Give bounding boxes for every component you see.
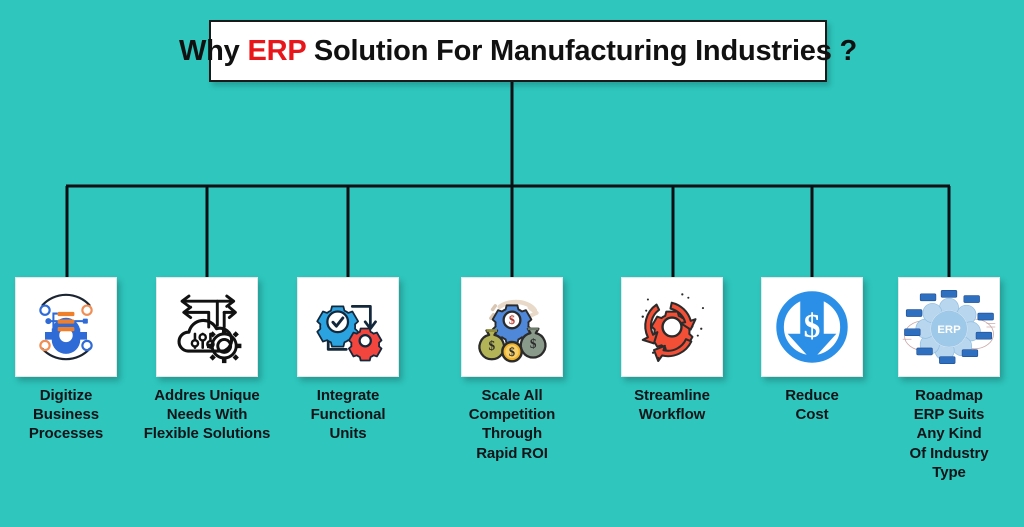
- label-line: Flexible Solutions: [143, 425, 271, 443]
- label-line: Through: [481, 425, 543, 443]
- label-line: Streamline: [634, 387, 710, 404]
- label-line: Business: [33, 406, 99, 424]
- label-line: Needs With: [166, 406, 248, 424]
- node-label-integrate-functional-units: Integrate Functional Units: [273, 386, 423, 444]
- erp-hub-label: ERP: [937, 324, 961, 336]
- label-line: Of Industry: [909, 444, 989, 462]
- label-line: Roadmap: [915, 387, 983, 404]
- process-network-gear-icon: [39, 293, 93, 361]
- title-box: Why ERP Solution For Manufacturing Indus…: [179, 20, 857, 82]
- label-line: Functional: [310, 406, 386, 424]
- label-line: Competition: [468, 406, 556, 424]
- node-label-addres-unique-needs: Addres Unique Needs With Flexible Soluti…: [132, 386, 282, 444]
- card-reduce-cost[interactable]: $: [761, 277, 863, 377]
- node-label-reduce-cost: Reduce Cost: [737, 386, 887, 424]
- label-line: Integrate: [316, 387, 380, 404]
- label-line: Scale All: [481, 387, 543, 404]
- label-line: Type: [932, 463, 966, 481]
- label-line: Cost: [795, 406, 829, 424]
- card-digitize-business-processes[interactable]: [15, 277, 117, 377]
- svg-text:$: $: [509, 313, 515, 327]
- card-streamline-workflow[interactable]: [621, 277, 723, 377]
- node-label-digitize-business-processes: Digitize Business Processes: [0, 386, 141, 444]
- node-reduce-cost[interactable]: $ Reduce Cost: [737, 277, 887, 424]
- card-scale-all-competition[interactable]: $ $ $ $: [461, 277, 563, 377]
- node-roadmap-erp-suits[interactable]: ERP: [874, 277, 1024, 482]
- node-digitize-business-processes[interactable]: Digitize Business Processes: [0, 277, 141, 444]
- label-line: Reduce: [785, 387, 839, 404]
- gear-circular-arrows-icon: [641, 293, 704, 363]
- node-addres-unique-needs[interactable]: Addres Unique Needs With Flexible Soluti…: [132, 277, 282, 444]
- erp-hub-modules-icon: ERP: [902, 290, 996, 364]
- title-part-after: Solution For Manufacturing Industries ?: [305, 34, 858, 67]
- node-label-scale-all-competition: Scale All Competition Through Rapid ROI: [437, 386, 587, 463]
- label-line: Units: [329, 425, 367, 443]
- svg-text:$: $: [530, 336, 537, 351]
- node-label-streamline-workflow: Streamline Workflow: [597, 386, 747, 424]
- label-line: Processes: [28, 425, 104, 443]
- svg-text:$: $: [804, 308, 821, 345]
- cloud-settings-arrows-icon: [177, 294, 242, 364]
- node-scale-all-competition[interactable]: $ $ $ $ Scale All: [437, 277, 587, 463]
- dollar-down-arrow-icon: $: [776, 291, 848, 363]
- label-line: Rapid ROI: [476, 444, 548, 462]
- card-addres-unique-needs[interactable]: [156, 277, 258, 377]
- node-label-roadmap-erp-suits: Roadmap ERP Suits Any Kind Of Industry T…: [874, 386, 1024, 482]
- card-roadmap-erp-suits[interactable]: ERP: [898, 277, 1000, 377]
- title-part-before: Why: [178, 34, 248, 67]
- label-line: ERP Suits: [913, 406, 985, 424]
- card-integrate-functional-units[interactable]: [297, 277, 399, 377]
- label-line: Addres Unique: [154, 387, 260, 404]
- title-accent-erp: ERP: [247, 34, 306, 67]
- svg-text:$: $: [488, 338, 495, 353]
- page-title: Why ERP Solution For Manufacturing Indus…: [179, 35, 857, 68]
- gears-check-cycle-icon: [316, 304, 383, 362]
- node-streamline-workflow[interactable]: Streamline Workflow: [597, 277, 747, 424]
- label-line: Any Kind: [916, 425, 982, 443]
- label-line: Digitize: [39, 387, 93, 404]
- money-bags-gear-icon: $ $ $ $: [478, 299, 547, 363]
- node-integrate-functional-units[interactable]: Integrate Functional Units: [273, 277, 423, 444]
- svg-text:$: $: [509, 345, 515, 359]
- label-line: Workflow: [638, 406, 706, 424]
